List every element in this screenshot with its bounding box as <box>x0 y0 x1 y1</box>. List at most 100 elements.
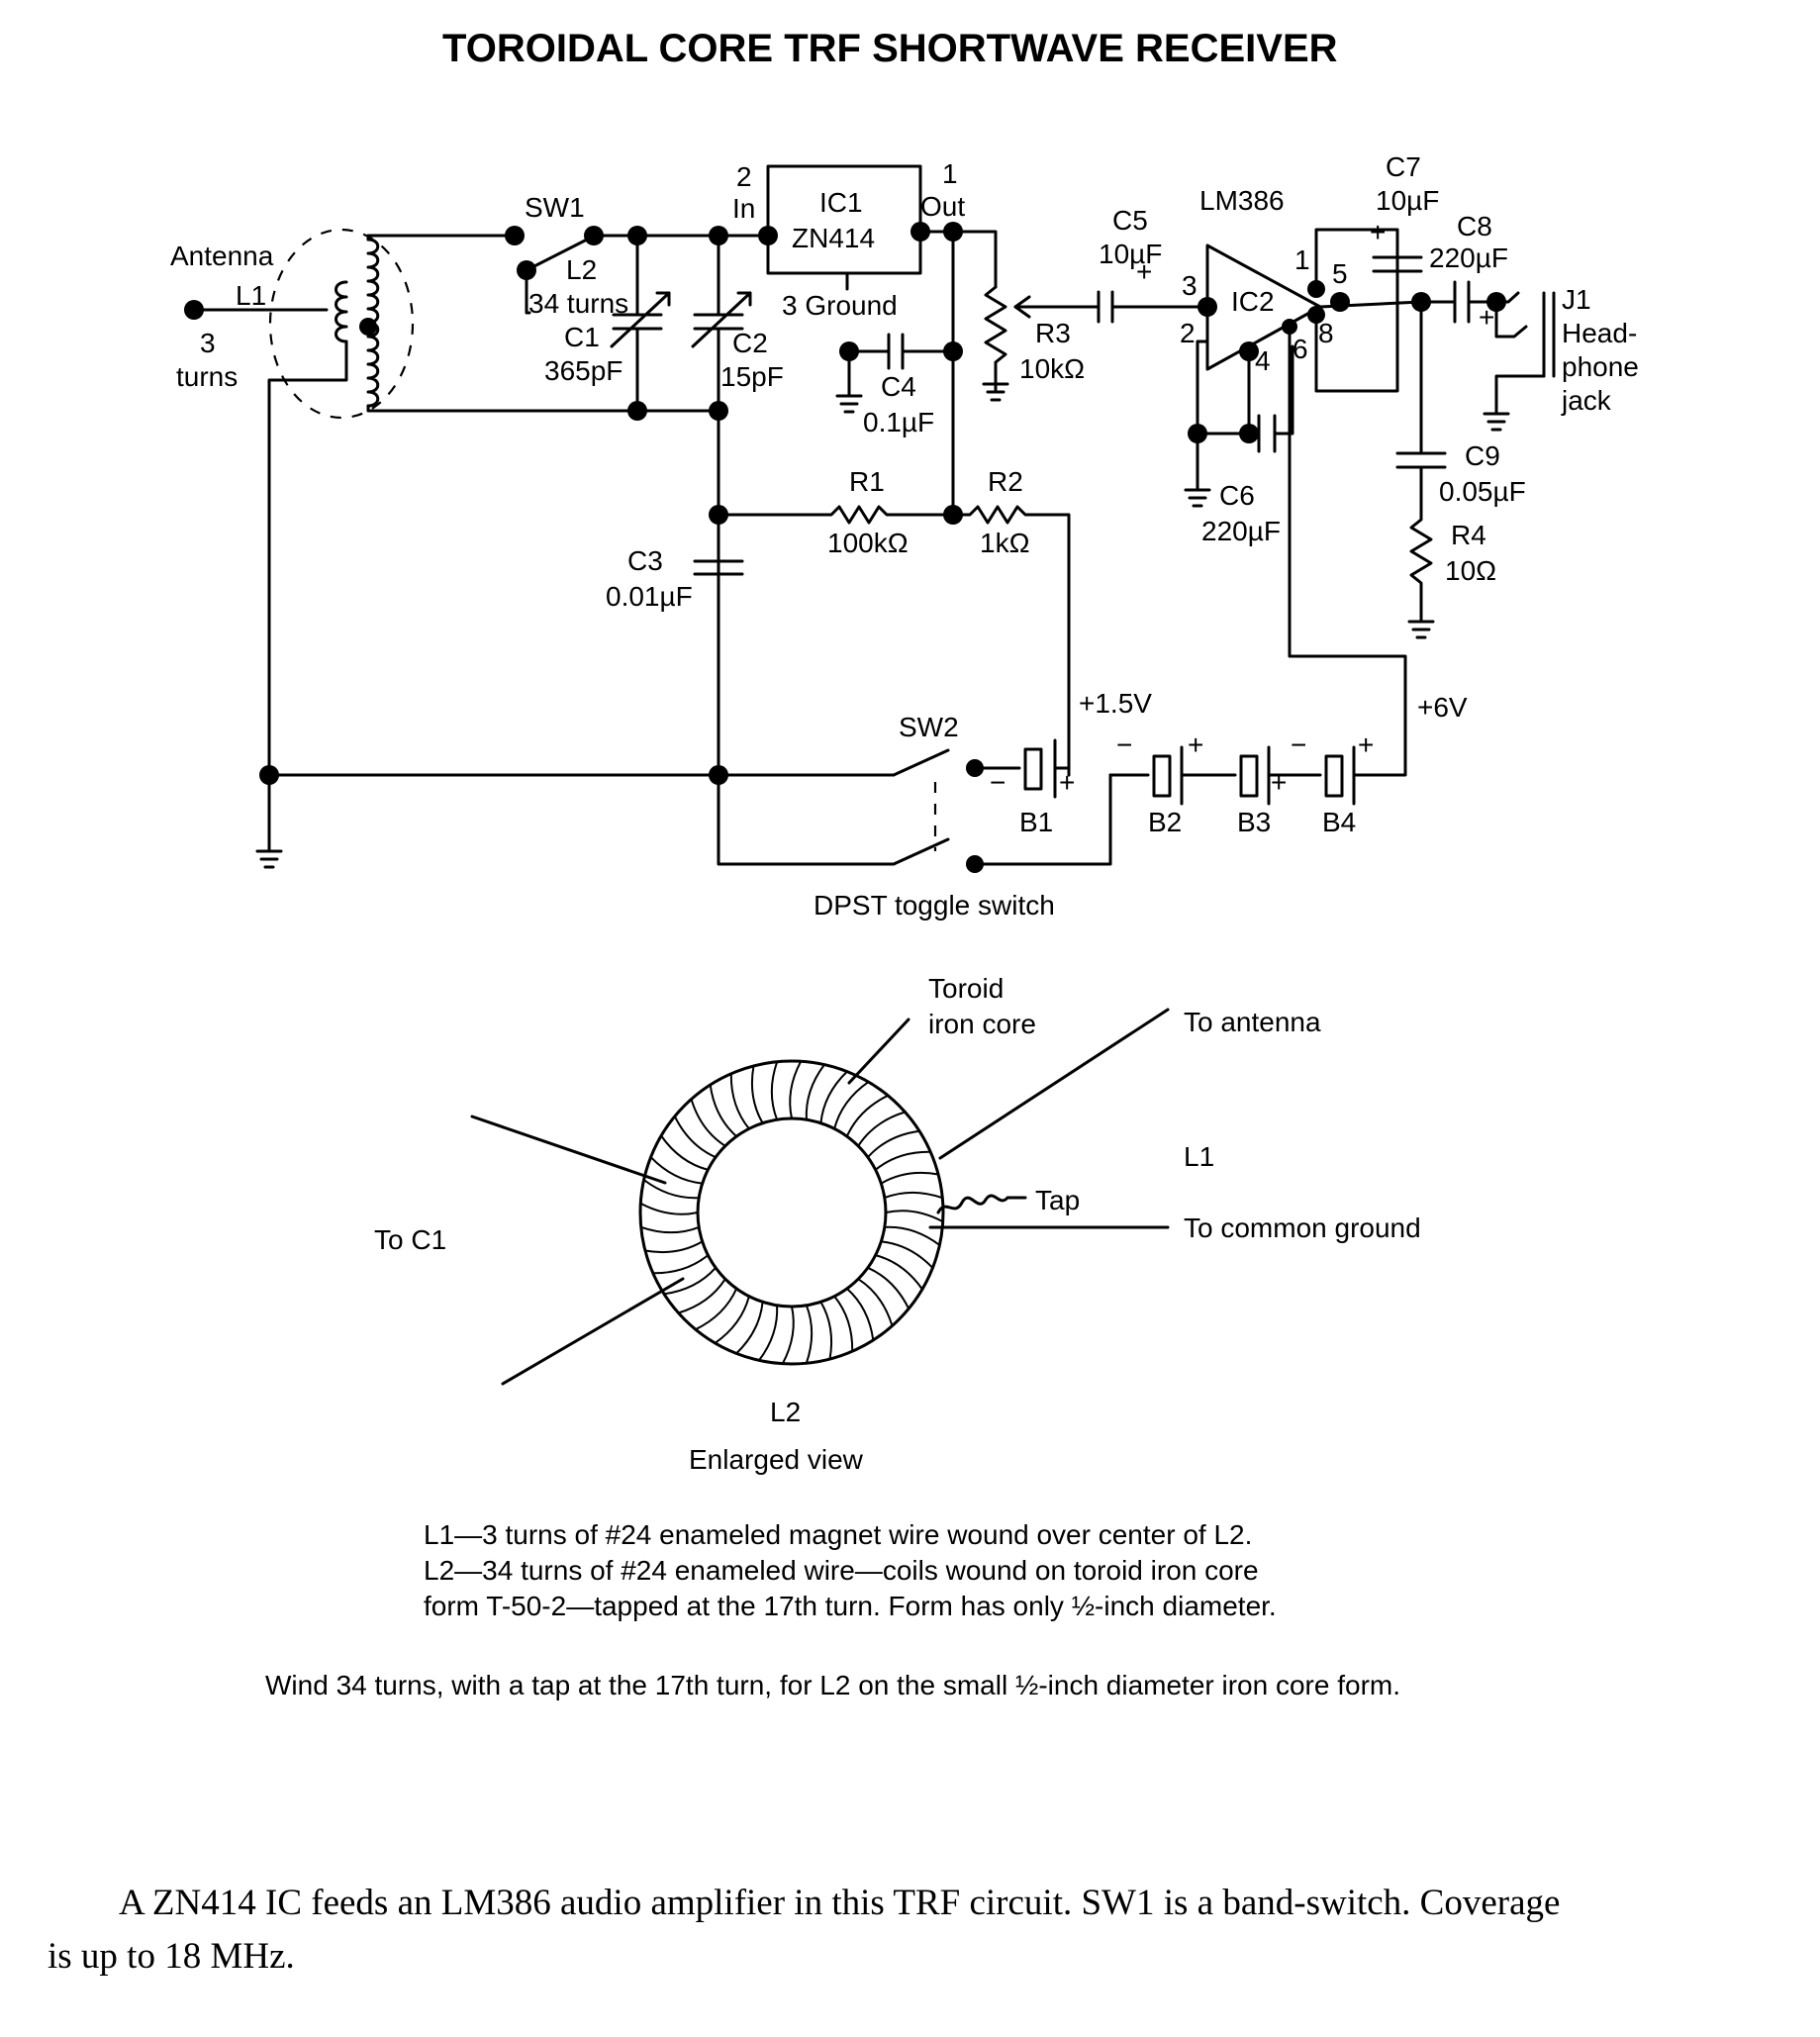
toroid-winding-turn <box>846 1288 875 1341</box>
winding-notes: L1—3 turns of #24 enameled magnet wire w… <box>424 1519 1277 1621</box>
svg-text:B1: B1 <box>1019 807 1053 837</box>
svg-text:100kΩ: 100kΩ <box>827 528 909 558</box>
toroid-winding-turn <box>695 1288 738 1331</box>
svg-text:phone: phone <box>1562 351 1639 382</box>
svg-text:+: + <box>1271 767 1287 798</box>
toroid-winding-turn <box>857 1111 906 1147</box>
svg-text:To common ground: To common ground <box>1184 1212 1421 1243</box>
toroid-winding-turn <box>805 1063 825 1120</box>
svg-text:4: 4 <box>1255 345 1271 376</box>
svg-text:C3: C3 <box>627 545 663 576</box>
svg-text:B4: B4 <box>1322 807 1356 837</box>
svg-text:+6V: +6V <box>1417 692 1468 723</box>
toroid-winding-turn <box>819 1301 833 1360</box>
svg-text:B3: B3 <box>1237 807 1271 837</box>
toroid-winding-turn <box>819 1070 848 1123</box>
svg-text:To antenna: To antenna <box>1184 1007 1321 1037</box>
toroid-winding-turn <box>678 1278 726 1314</box>
toroid-winding-turn <box>644 1240 704 1254</box>
svg-text:L2—34 turns of #24 enameled wi: L2—34 turns of #24 enameled wire—coils w… <box>424 1555 1259 1586</box>
svg-text:2: 2 <box>736 161 752 192</box>
toroid-winding-turn <box>885 1210 944 1223</box>
toroid-winding-turn <box>867 1129 920 1158</box>
toroid-winding-turn <box>845 1094 889 1137</box>
svg-text:L1—3 turns of #24 enameled mag: L1—3 turns of #24 enameled magnet wire w… <box>424 1519 1252 1550</box>
toroid-winding-turn <box>867 1266 910 1310</box>
svg-text:C4: C4 <box>881 371 916 402</box>
svg-text:iron core: iron core <box>928 1009 1036 1039</box>
toroid-winding-turn <box>833 1295 854 1352</box>
toroid-winding-turn <box>758 1305 779 1362</box>
toroid-winding-turn <box>729 1073 750 1130</box>
svg-text:365pF: 365pF <box>544 355 623 386</box>
toroid-winding-turn <box>874 1150 931 1171</box>
svg-text:−: − <box>990 767 1006 798</box>
toroid-winding-turn <box>880 1171 939 1185</box>
svg-text:Out: Out <box>920 191 965 222</box>
svg-text:LM386: LM386 <box>1199 185 1285 216</box>
svg-text:Antenna: Antenna <box>170 241 274 271</box>
svg-text:jack: jack <box>1561 385 1612 416</box>
svg-text:is up to 18 MHz.: is up to 18 MHz. <box>48 1936 295 1977</box>
toroid-winding-turn <box>652 1254 710 1275</box>
svg-text:Enlarged view: Enlarged view <box>689 1444 864 1475</box>
svg-text:IC1: IC1 <box>819 187 863 218</box>
svg-text:C8: C8 <box>1457 211 1492 242</box>
svg-text:R1: R1 <box>849 466 885 497</box>
svg-text:C1: C1 <box>564 322 600 352</box>
svg-text:SW1: SW1 <box>525 192 585 223</box>
toroid-winding-turn <box>881 1240 934 1269</box>
svg-text:+: + <box>1370 217 1386 247</box>
svg-text:J1: J1 <box>1562 284 1591 315</box>
svg-text:IC2: IC2 <box>1231 286 1275 317</box>
toroid-winding-turn <box>673 1116 717 1159</box>
svg-text:3: 3 <box>1182 270 1197 301</box>
toroid-winding-turn <box>649 1156 703 1185</box>
svg-text:−: − <box>1116 729 1132 760</box>
svg-text:8: 8 <box>1318 318 1334 348</box>
svg-text:−: − <box>1291 729 1306 760</box>
toroid-enlarged-view <box>470 1008 1170 1386</box>
svg-text:Tap: Tap <box>1035 1185 1080 1215</box>
svg-text:+: + <box>1358 729 1374 760</box>
svg-text:L2: L2 <box>566 254 597 285</box>
svg-text:turns: turns <box>176 361 238 392</box>
toroid-winding-turn <box>770 1061 779 1120</box>
svg-text:To C1: To C1 <box>374 1224 446 1255</box>
svg-text:L1: L1 <box>1184 1141 1214 1172</box>
svg-text:10µF: 10µF <box>1099 239 1162 269</box>
svg-text:+: + <box>1479 302 1494 333</box>
svg-text:C2: C2 <box>732 328 768 358</box>
svg-text:220µF: 220µF <box>1429 242 1508 273</box>
toroid-winding-turn <box>789 1060 803 1119</box>
svg-text:15pF: 15pF <box>720 361 784 392</box>
svg-text:L1: L1 <box>236 280 266 311</box>
svg-text:220µF: 220µF <box>1201 516 1281 546</box>
svg-text:R2: R2 <box>988 466 1023 497</box>
svg-text:6: 6 <box>1293 334 1308 364</box>
svg-text:R4: R4 <box>1451 520 1486 550</box>
schematic-labels: Antenna L1 3 turns SW1 L2 34 turns C1 36… <box>170 151 1639 921</box>
svg-text:B2: B2 <box>1148 807 1182 837</box>
svg-text:Toroid: Toroid <box>928 973 1004 1004</box>
toroid-winding-turn <box>663 1267 717 1296</box>
toroid-winding-turn <box>714 1296 750 1344</box>
svg-text:0.05µF: 0.05µF <box>1439 476 1526 507</box>
svg-text:0.01µF: 0.01µF <box>606 581 693 612</box>
toroid-winding-turn <box>690 1099 726 1147</box>
svg-text:In: In <box>732 193 755 224</box>
svg-text:SW2: SW2 <box>899 712 959 742</box>
toroid-winding-turn <box>833 1081 870 1129</box>
svg-text:C6: C6 <box>1219 480 1255 511</box>
svg-text:2: 2 <box>1180 318 1196 348</box>
svg-text:A ZN414 IC feeds an LM386 audi: A ZN414 IC feeds an LM386 audio amplifie… <box>119 1883 1560 1923</box>
svg-text:10Ω: 10Ω <box>1445 555 1496 586</box>
toroid-view-labels: Toroid iron core To antenna L1 Tap To co… <box>374 973 1421 1475</box>
svg-text:C5: C5 <box>1112 205 1148 236</box>
svg-text:34 turns: 34 turns <box>528 288 628 319</box>
svg-text:10kΩ: 10kΩ <box>1019 353 1085 384</box>
svg-text:Head-: Head- <box>1562 318 1637 348</box>
svg-text:0.1µF: 0.1µF <box>863 407 934 437</box>
winding-instruction: Wind 34 turns, with a tap at the 17th tu… <box>265 1670 1400 1700</box>
